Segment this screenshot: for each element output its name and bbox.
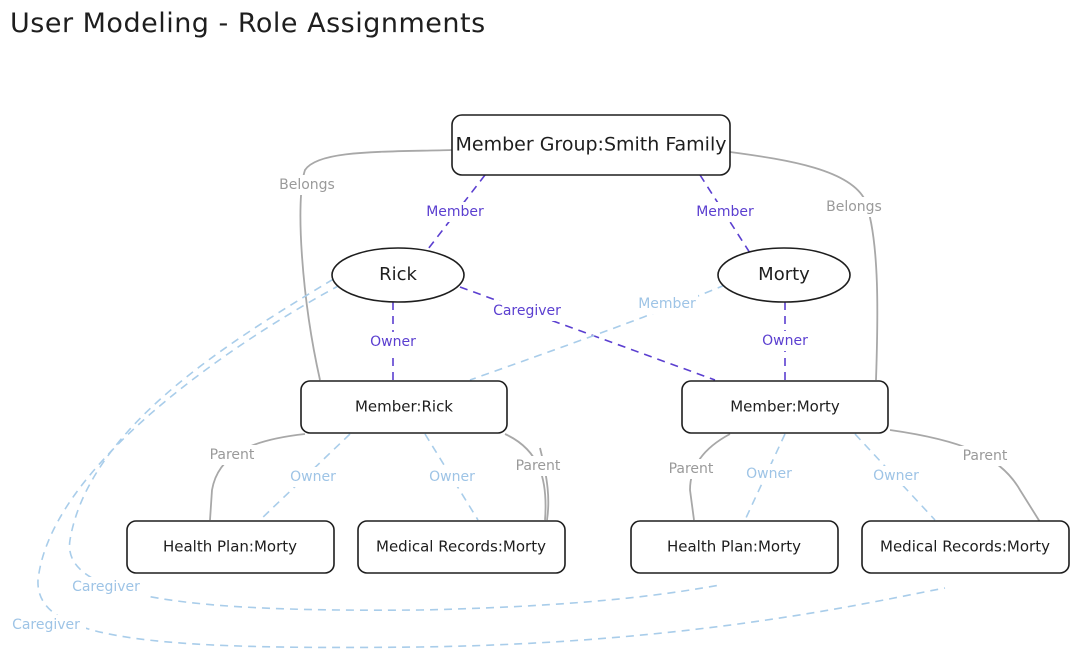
edge-label-caregiver-bottom-2: Caregiver <box>6 615 86 635</box>
node-rick: Rick <box>331 247 465 303</box>
svg-text:Member Group:Smith Family: Member Group:Smith Family <box>456 134 727 156</box>
edge-label-parent-left-2: Parent <box>509 456 567 476</box>
edge-label-belongs-right: Belongs <box>820 197 888 217</box>
edge-label-member-morty: Member <box>694 202 756 222</box>
svg-text:Parent: Parent <box>516 458 561 474</box>
edge-caregiver-bottom-1 <box>68 271 721 611</box>
node-member-morty: Member:Morty <box>681 380 889 434</box>
svg-text:Parent: Parent <box>963 448 1008 464</box>
node-member-rick: Member:Rick <box>300 380 508 434</box>
node-health-plan-morty-left: Health Plan:Morty <box>126 520 335 574</box>
edge-label-caregiver-rick-morty: Caregiver <box>488 301 566 321</box>
node-member-group-smith-family: Member Group:Smith Family <box>451 114 731 176</box>
svg-text:Member: Member <box>426 204 484 220</box>
svg-text:Parent: Parent <box>669 461 714 477</box>
svg-text:Medical Records:Morty: Medical Records:Morty <box>880 538 1050 556</box>
edge-label-owner-morty: Owner <box>760 331 810 351</box>
svg-text:Rick: Rick <box>379 264 417 285</box>
edge-parent-left-2 <box>504 433 550 521</box>
svg-text:Member:Rick: Member:Rick <box>355 398 453 416</box>
node-morty: Morty <box>717 247 851 303</box>
node-medical-records-morty-left: Medical Records:Morty <box>357 520 566 574</box>
edge-label-owner-rick: Owner <box>368 332 418 352</box>
svg-text:Health Plan:Morty: Health Plan:Morty <box>667 538 801 556</box>
svg-text:Member:Morty: Member:Morty <box>730 398 840 416</box>
edge-label-owner-left-1: Owner <box>288 467 338 487</box>
svg-text:Owner: Owner <box>370 334 416 350</box>
svg-text:Morty: Morty <box>758 264 810 285</box>
edge-label-parent-right-1: Parent <box>662 459 720 479</box>
node-medical-records-morty-right: Medical Records:Morty <box>861 520 1070 574</box>
edge-label-belongs-left: Belongs <box>274 175 340 195</box>
edge-label-parent-right-2: Parent <box>956 446 1014 466</box>
svg-text:Member: Member <box>638 296 696 312</box>
svg-text:Belongs: Belongs <box>279 177 335 193</box>
svg-text:Belongs: Belongs <box>826 199 882 215</box>
edge-caregiver-bottom-2 <box>37 284 946 649</box>
edge-owner-left-2 <box>424 433 479 521</box>
edge-label-owner-right-1: Owner <box>744 464 794 484</box>
svg-text:Owner: Owner <box>290 469 336 485</box>
edge-label-owner-left-2: Owner <box>427 467 477 487</box>
edge-label-caregiver-bottom-1: Caregiver <box>66 577 146 597</box>
node-health-plan-morty-right: Health Plan:Morty <box>630 520 839 574</box>
svg-text:Health Plan:Morty: Health Plan:Morty <box>163 538 297 556</box>
svg-text:Caregiver: Caregiver <box>72 579 140 595</box>
edge-label-owner-right-2: Owner <box>871 466 921 486</box>
edge-label-parent-left-1: Parent <box>203 445 261 465</box>
svg-text:Parent: Parent <box>210 447 255 463</box>
svg-text:Member: Member <box>696 204 754 220</box>
edge-label-member-rick: Member <box>424 202 486 222</box>
svg-text:Caregiver: Caregiver <box>493 303 561 319</box>
svg-text:Owner: Owner <box>762 333 808 349</box>
svg-text:Medical Records:Morty: Medical Records:Morty <box>376 538 546 556</box>
svg-text:Owner: Owner <box>746 466 792 482</box>
edge-belongs-left <box>299 149 453 381</box>
edge-label-member-morty-to-member-rick: Member <box>636 294 698 314</box>
page-title: User Modeling - Role Assignments <box>10 8 486 39</box>
svg-text:Caregiver: Caregiver <box>12 617 80 633</box>
svg-text:Owner: Owner <box>429 469 475 485</box>
svg-text:Owner: Owner <box>873 468 919 484</box>
